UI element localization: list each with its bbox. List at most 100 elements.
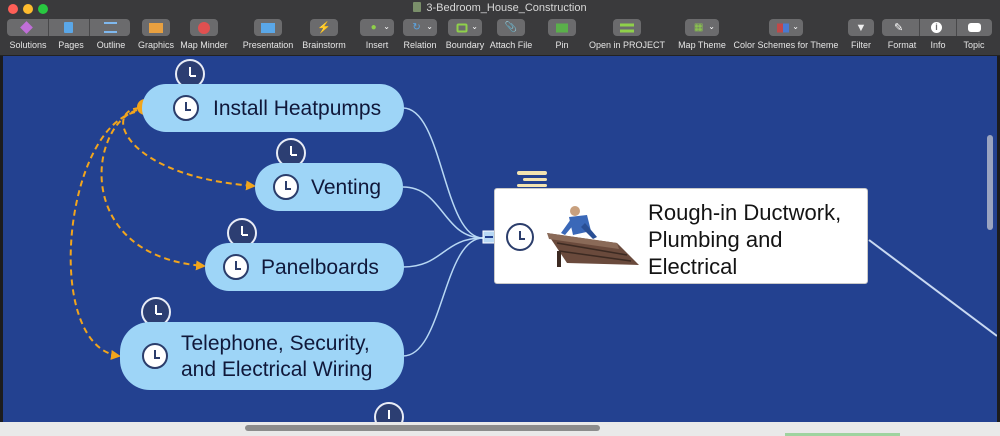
attach-file-button[interactable]: 📎 Attach File — [488, 19, 534, 50]
close-window-button[interactable] — [8, 4, 18, 14]
map-minder-button[interactable]: Map Minder — [178, 19, 230, 50]
insert-icon: ● — [370, 21, 377, 33]
clock-icon — [506, 223, 534, 251]
connector-layer — [69, 99, 997, 360]
color-schemes-label: Color Schemes for Theme — [733, 40, 839, 50]
clock-icon — [273, 174, 299, 200]
chevron-down-icon: ⌄ — [792, 22, 799, 31]
view-segment — [7, 19, 130, 36]
outline-icon[interactable] — [104, 22, 117, 33]
relation-icon: ↻ — [412, 21, 421, 33]
map-minder-label: Map Minder — [180, 40, 228, 50]
vertical-scrollbar[interactable] — [987, 135, 993, 230]
boundary-label: Boundary — [445, 40, 485, 50]
map-minder-icon — [198, 21, 210, 34]
connector-next-topic — [868, 239, 997, 337]
info-button[interactable]: Info — [930, 40, 946, 50]
insert-label: Insert — [365, 40, 389, 50]
task-clock-badge[interactable] — [374, 402, 404, 422]
zoom-window-button[interactable] — [38, 4, 48, 14]
format-icon[interactable]: ✎ — [894, 22, 904, 34]
chevron-down-icon: ⌄ — [426, 22, 433, 31]
topic-venting[interactable]: Venting — [255, 163, 403, 211]
info-icon[interactable]: i — [931, 22, 942, 33]
central-topic-line2: Plumbing and — [648, 227, 783, 252]
map-canvas[interactable]: Install Heatpumps Venting Panelboards Te… — [3, 56, 997, 422]
outline-button[interactable]: Outline — [96, 40, 126, 50]
relation-button[interactable]: ↻ ⌄ Relation — [401, 19, 439, 50]
topic-telephone-security-wiring[interactable]: Telephone, Security, and Electrical Wiri… — [120, 322, 404, 390]
pin-button[interactable]: Pin — [547, 19, 577, 50]
pin-icon — [556, 23, 568, 32]
presentation-button[interactable]: Presentation — [239, 19, 297, 50]
pages-button[interactable]: Pages — [58, 40, 84, 50]
minimize-window-button[interactable] — [23, 4, 33, 14]
topic-install-heatpumps[interactable]: Install Heatpumps — [142, 84, 404, 132]
dependency-arrow-panelboards — [100, 109, 206, 271]
topic-label-line1: Telephone, Security, — [181, 332, 370, 355]
brainstorm-label: Brainstorm — [302, 40, 346, 50]
inspector-segment: ✎ i — [882, 19, 992, 36]
connector-venting — [402, 186, 484, 239]
topic-button[interactable]: Topic — [963, 40, 985, 50]
insert-button[interactable]: ● ⌄ Insert — [358, 19, 396, 50]
color-scheme-icon — [776, 23, 789, 32]
central-topic-line3: Electrical — [648, 254, 738, 279]
attach-file-label: Attach File — [489, 40, 533, 50]
solutions-button[interactable]: Solutions — [9, 40, 47, 50]
window-title-text: 3-Bedroom_House_Construction — [426, 2, 587, 14]
relation-label: Relation — [403, 40, 437, 50]
brainstorm-button[interactable]: ⚡ Brainstorm — [298, 19, 350, 50]
open-in-project-button[interactable]: Open in PROJECT — [588, 19, 666, 50]
map-theme-icon: ▦ — [693, 21, 704, 33]
clock-icon — [223, 254, 249, 280]
chevron-down-icon: ⌄ — [471, 22, 478, 31]
notes-icon[interactable] — [517, 171, 547, 187]
status-strip — [785, 433, 900, 436]
format-button[interactable]: Format — [887, 40, 917, 50]
connector-panelboards — [402, 237, 484, 268]
topic-label-line2: and Electrical Wiring — [181, 358, 373, 381]
boundary-icon — [456, 23, 468, 32]
brainstorm-icon: ⚡ — [317, 21, 331, 34]
central-topic[interactable]: Rough-in Ductwork, Plumbing and Electric… — [494, 188, 868, 284]
presentation-label: Presentation — [242, 40, 294, 50]
dependency-arrow-telephone — [69, 111, 136, 360]
pin-label: Pin — [555, 40, 569, 50]
presentation-icon — [261, 22, 275, 33]
boundary-button[interactable]: ⌄ Boundary — [443, 19, 487, 50]
chevron-down-icon: ⌄ — [708, 22, 715, 31]
filter-label: Filter — [851, 40, 871, 50]
graphics-label: Graphics — [137, 40, 174, 50]
horizontal-scroll-thumb[interactable] — [245, 425, 600, 431]
graphics-button[interactable]: Graphics — [136, 19, 176, 50]
color-schemes-button[interactable]: ⌄ Color Schemes for Theme — [731, 19, 841, 50]
worker-image — [547, 206, 639, 267]
filter-icon: ▼ — [855, 21, 867, 34]
map-theme-label: Map Theme — [678, 40, 726, 50]
chevron-down-icon: ⌄ — [383, 22, 390, 31]
map-theme-button[interactable]: ▦ ⌄ Map Theme — [677, 19, 727, 50]
connector-telephone — [402, 237, 484, 357]
graphics-icon — [149, 22, 163, 33]
project-gantt-icon — [620, 23, 634, 32]
clock-icon — [173, 95, 199, 121]
topic-icon[interactable] — [968, 23, 981, 32]
topic-label: Panelboards — [261, 256, 379, 279]
connector-heatpumps — [402, 107, 484, 239]
document-icon — [413, 2, 422, 12]
topic-label: Install Heatpumps — [213, 97, 382, 120]
title-bar: 3-Bedroom_House_Construction — [0, 0, 1000, 17]
clock-icon — [142, 343, 168, 369]
pages-icon[interactable] — [64, 22, 73, 33]
filter-button[interactable]: ▼ Filter — [846, 19, 876, 50]
paperclip-icon: 📎 — [504, 21, 518, 33]
topic-panelboards[interactable]: Panelboards — [205, 243, 404, 291]
central-topic-line1: Rough-in Ductwork, — [648, 200, 842, 225]
open-in-project-label: Open in PROJECT — [588, 40, 666, 50]
topic-label: Venting — [311, 176, 382, 199]
dependency-arrow-venting — [122, 107, 256, 191]
horizontal-scrollbar[interactable] — [0, 422, 1000, 436]
toolbar: Solutions Pages Outline Graphics Map Min… — [0, 17, 1000, 56]
window-title: 3-Bedroom_House_Construction — [0, 2, 1000, 14]
